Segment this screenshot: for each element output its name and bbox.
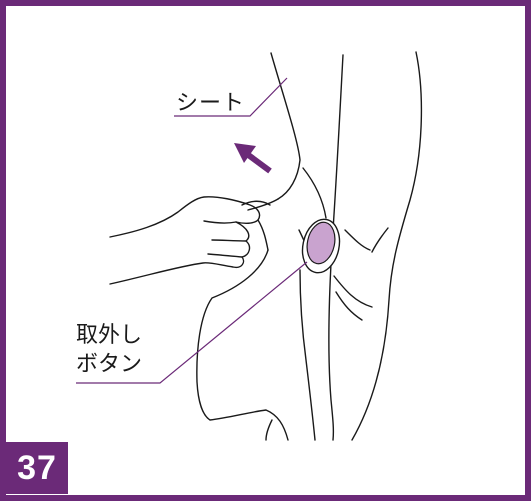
fabric-fold-1 xyxy=(303,168,326,218)
seat-cover-inner xyxy=(300,270,315,440)
fabric-fold-2 xyxy=(334,276,372,307)
step-number-badge: 37 xyxy=(6,442,68,494)
fabric-fold-4 xyxy=(345,230,370,250)
seat-cover-fold xyxy=(266,420,272,440)
seat-top-fold xyxy=(258,220,268,250)
arrow-up-left-icon xyxy=(234,143,270,171)
hand-knuckle-3 xyxy=(208,254,242,257)
release-button-label-line1: 取外し xyxy=(76,323,142,349)
release-button-label-line2: ボタン xyxy=(76,352,142,378)
seat-cover-flap xyxy=(197,199,288,440)
fabric-fold-5 xyxy=(372,228,388,252)
frame-border xyxy=(3,3,528,498)
fabric-fold-3 xyxy=(336,292,362,320)
hand-knuckle-1 xyxy=(204,221,236,223)
seat-left-edge xyxy=(271,53,300,199)
seat-label: シート xyxy=(176,91,245,117)
hand-knuckle-2 xyxy=(212,240,246,241)
